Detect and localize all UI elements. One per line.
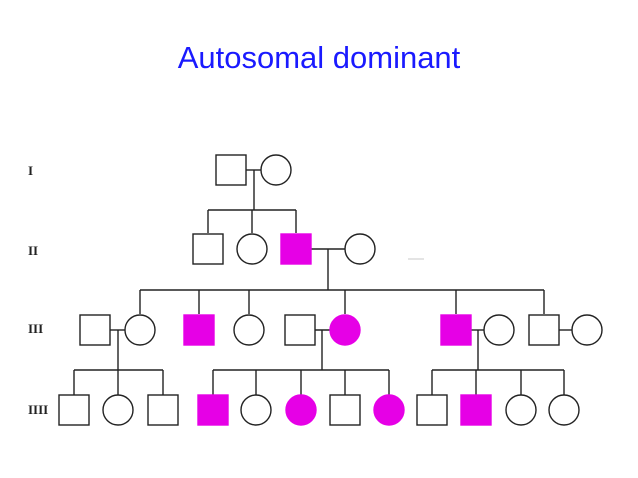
- unaffected-male-ii-1: [192, 233, 224, 265]
- page-title: Autosomal dominant: [177, 40, 461, 75]
- affected-male-iii-7: [440, 314, 472, 346]
- unaffected-female-iv-5: [240, 394, 272, 426]
- unaffected-male-i-1: [215, 154, 247, 186]
- affected-male-iv-10: [460, 394, 492, 426]
- unaffected-female-iii-10: [571, 314, 603, 346]
- generation-label-2: II: [28, 243, 39, 258]
- affected-male-ii-3: [280, 233, 312, 265]
- unaffected-female-iv-12: [548, 394, 580, 426]
- affected-female-iv-6: [285, 394, 317, 426]
- affected-male-iv-4: [197, 394, 229, 426]
- unaffected-female-i-2: [260, 154, 292, 186]
- unaffected-female-iii-2: [124, 314, 156, 346]
- unaffected-male-iv-3: [147, 394, 179, 426]
- pedigree-lines: [73, 169, 573, 395]
- unaffected-female-ii-2: [236, 233, 268, 265]
- unaffected-male-iii-9: [528, 314, 560, 346]
- unaffected-male-iii-5: [284, 314, 316, 346]
- affected-female-iii-6: [329, 314, 361, 346]
- affected-male-iii-3: [183, 314, 215, 346]
- unaffected-male-iv-1: [58, 394, 90, 426]
- unaffected-male-iv-7: [329, 394, 361, 426]
- generation-label-1: I: [28, 163, 34, 178]
- unaffected-male-iii-1: [79, 314, 111, 346]
- unaffected-male-iv-9: [416, 394, 448, 426]
- unaffected-female-ii-4: [344, 233, 376, 265]
- affected-female-iv-8: [373, 394, 405, 426]
- unaffected-female-iii-8: [483, 314, 515, 346]
- generation-label-4: IIII: [28, 402, 49, 417]
- pedigree-symbols: [58, 154, 603, 426]
- generation-label-3: III: [28, 321, 44, 336]
- unaffected-female-iv-11: [505, 394, 537, 426]
- unaffected-female-iii-4: [233, 314, 265, 346]
- unaffected-female-iv-2: [102, 394, 134, 426]
